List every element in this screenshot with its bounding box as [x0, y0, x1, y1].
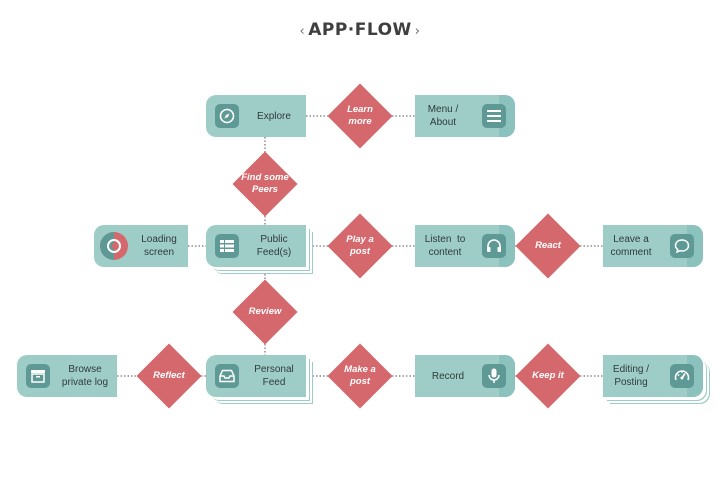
- title-left-mark: ‹: [299, 24, 306, 39]
- node-leave-a-comment[interactable]: Leave a comment: [603, 225, 703, 267]
- node-label: Editing / Posting: [612, 364, 650, 388]
- node-record[interactable]: Record: [415, 355, 515, 397]
- node-listen-to-content[interactable]: Listen to content: [415, 225, 515, 267]
- decision-react[interactable]: React: [515, 213, 581, 279]
- decision-reflect[interactable]: Reflect: [136, 343, 202, 409]
- decision-play-a-post[interactable]: Play a post: [327, 213, 393, 279]
- node-editing-posting[interactable]: Editing / Posting: [603, 355, 703, 397]
- grid-list-icon: [215, 234, 239, 258]
- headphones-icon: [482, 234, 506, 258]
- node-label: Browse private log: [61, 364, 109, 388]
- node-explore[interactable]: Explore: [206, 95, 306, 137]
- decision-learn-more[interactable]: Learn more: [327, 83, 393, 149]
- decision-label: Reflect: [153, 370, 185, 381]
- node-loading-screen[interactable]: Loading screen: [94, 225, 188, 267]
- compass-icon: [215, 104, 239, 128]
- node-label: Personal Feed: [254, 364, 294, 388]
- decision-review[interactable]: Review: [232, 279, 298, 345]
- node-label: Explore: [257, 110, 291, 122]
- decision-make-a-post[interactable]: Make a post: [327, 343, 393, 409]
- speech-bubble-icon: [670, 234, 694, 258]
- title-right-mark: ›: [414, 24, 421, 39]
- node-label: Record: [431, 370, 465, 382]
- loading-spinner-icon: [100, 232, 128, 260]
- node-label: Listen to content: [424, 234, 466, 258]
- decision-find-some-peers[interactable]: Find some Peers: [232, 151, 298, 217]
- node-label: Leave a comment: [610, 234, 652, 258]
- decision-label: Find some Peers: [241, 172, 289, 195]
- node-label: Public Feed(s): [256, 234, 292, 258]
- node-browse-private-log[interactable]: Browse private log: [17, 355, 117, 397]
- node-menu-about[interactable]: Menu / About: [415, 95, 515, 137]
- node-public-feed[interactable]: Public Feed(s): [206, 225, 306, 267]
- node-personal-feed[interactable]: Personal Feed: [206, 355, 306, 397]
- page-title: ‹APP·FLOW›: [0, 20, 720, 40]
- decision-label: Make a post: [344, 364, 376, 387]
- decision-label: Keep it: [532, 370, 564, 381]
- decision-keep-it[interactable]: Keep it: [515, 343, 581, 409]
- title-text: APP·FLOW: [308, 20, 412, 40]
- inbox-tray-icon: [215, 364, 239, 388]
- node-label: Menu / About: [427, 104, 459, 128]
- decision-label: Review: [248, 306, 282, 317]
- decision-label: Learn more: [347, 104, 373, 127]
- hamburger-menu-icon: [482, 104, 506, 128]
- node-label: Loading screen: [141, 234, 177, 258]
- archive-box-icon: [26, 364, 50, 388]
- decision-label: React: [535, 240, 561, 251]
- gauge-dial-icon: [670, 364, 694, 388]
- decision-label: Play a post: [346, 234, 374, 257]
- microphone-icon: [482, 364, 506, 388]
